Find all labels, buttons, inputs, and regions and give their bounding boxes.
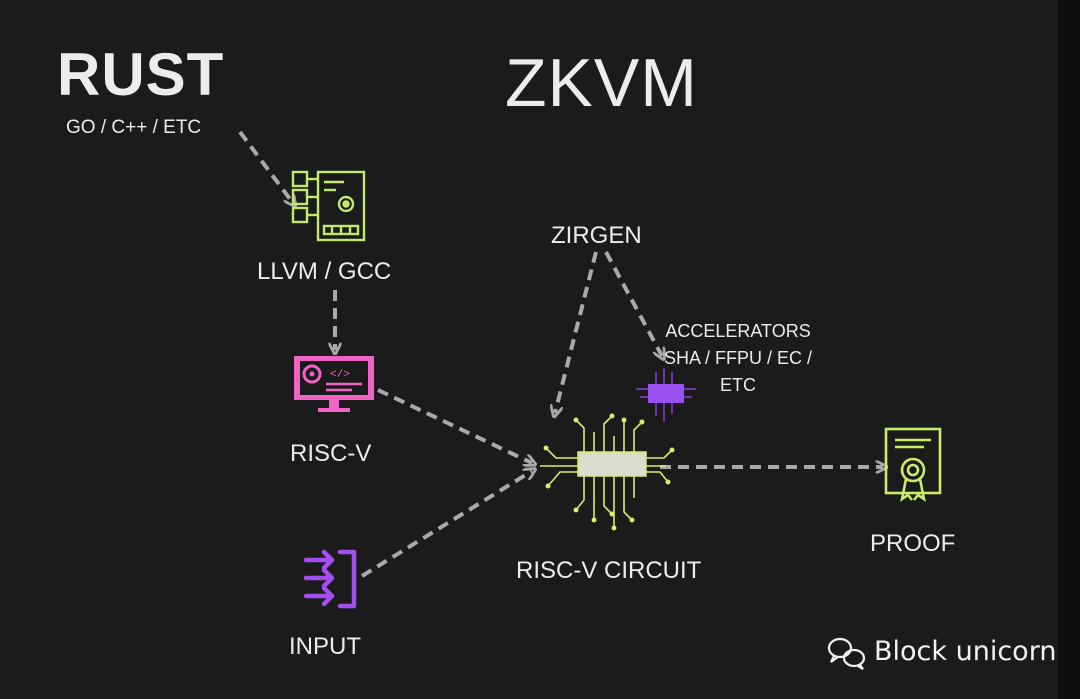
compiler-label: LLVM / GCC [257,258,392,285]
proof-label: PROOF [870,530,956,557]
arrow-zirgen-to-accelerator [604,251,662,356]
arrow-rust-to-compiler [238,130,293,203]
code-monitor-gear-icon: </> [294,356,374,412]
arrow-zirgen-to-circuit [555,251,598,413]
watermark: Block unicorn [826,636,1056,667]
diagram-canvas [0,0,1058,699]
source-language-label: RUST [57,41,225,108]
certificate-icon [884,427,942,502]
accelerators-line-2: SHA / FFPU / EC / [664,348,813,368]
accelerators-line-1: ACCELERATORS [665,321,811,341]
circuit-chip-icon [540,413,675,531]
riscv-label: RISC-V [290,440,372,467]
accelerators-line-3: ETC [720,375,757,395]
source-other-languages: GO / C++ / ETC [66,117,202,138]
watermark-text: Block unicorn [874,636,1057,667]
right-edge-strip [1058,0,1080,699]
accelerators-label: ACCELERATORS SHA / FFPU / EC / ETC [664,318,812,399]
page-title: ZKVM [505,45,698,121]
input-label: INPUT [289,633,361,660]
circuit-label: RISC-V CIRCUIT [516,557,702,584]
zirgen-label: ZIRGEN [551,222,642,249]
arrow-riscv-to-circuit [377,388,532,463]
arrow-input-to-circuit [360,471,532,578]
wechat-icon [827,637,866,670]
svg-text:</>: </> [330,369,350,381]
small-chip-icon [636,368,696,422]
flowchart-gear-icon [291,170,366,242]
input-arrows-icon [303,549,357,609]
